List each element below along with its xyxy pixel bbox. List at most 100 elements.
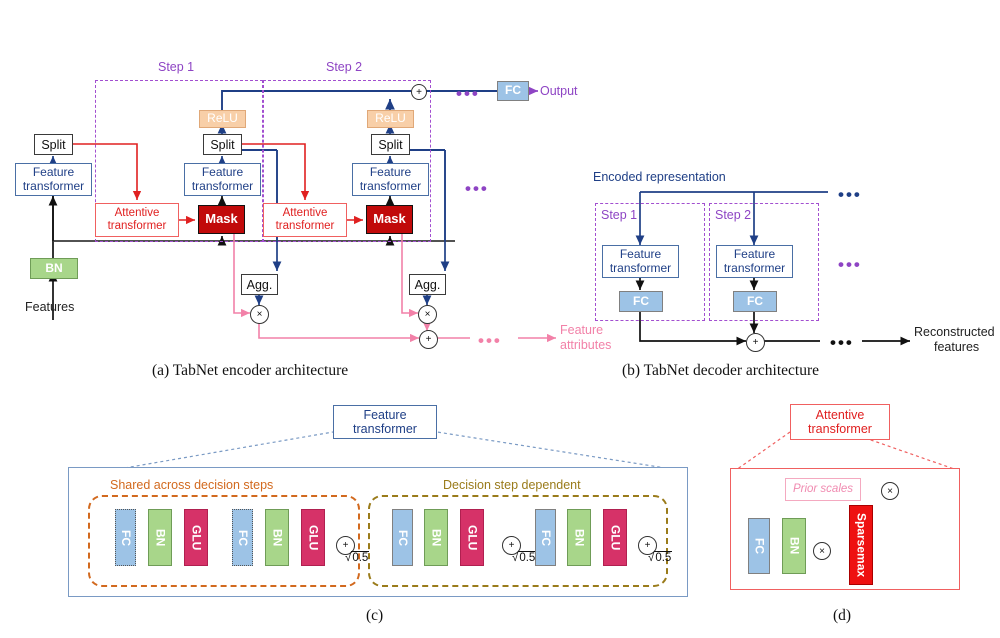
encoder-output-label: Output [540,84,578,98]
decoder-step2-label: Step 2 [715,208,752,222]
shared-group-region [88,495,360,587]
ft-label-line2: transformer [609,260,672,275]
block-label: BN [270,528,285,547]
encoder-feature-attributes-line2: attributes [560,338,612,352]
ftp-dep-bn-1[interactable]: BN [567,509,591,566]
encoder-mask-1[interactable]: Mask [366,205,413,234]
encoder-split-0[interactable]: Split [34,134,73,155]
ft-label-line1: Feature [733,247,776,262]
encoder-bn-label: BN [45,260,63,275]
scale-value: 0.5 [654,551,673,564]
ftp-shared-fc-1[interactable]: FC [232,509,253,566]
ft-label-line2: transformer [191,178,254,193]
encoder-split-2[interactable]: Split [371,134,410,155]
ft-label-line2: transformer [22,178,85,193]
ftp-shared-glu-0[interactable]: GLU [184,509,208,566]
ftp-shared-bn-0[interactable]: BN [148,509,172,566]
decoder-fc-0[interactable]: FC [619,291,663,312]
feature-transformer-callout-title: Feature transformer [333,405,437,439]
encoder-features-label: Features [25,300,75,314]
encoder-attentive-transformer-1[interactable]: Attentive transformer [263,203,347,237]
ftp-dep-glu-1[interactable]: GLU [603,509,627,566]
block-label: GLU [306,524,321,551]
block-label: BN [429,528,444,547]
block-label: FC [539,529,554,546]
block-label: GLU [189,524,204,551]
ftp-dep-fc-1[interactable]: FC [535,509,556,566]
at-title-line1: Attentive [815,408,865,422]
ftp-shared-bn-1[interactable]: BN [265,509,289,566]
atp-mult-feedback: × [881,482,899,500]
decoder-feature-transformer-0[interactable]: Feature transformer [602,245,679,278]
decoder-fc-1[interactable]: FC [733,291,777,312]
encoder-ellipsis-top: ••• [456,84,480,103]
decoder-ellipsis-top: ••• [838,185,862,204]
sparsemax-label: Sparsemax [854,512,869,578]
ftp-dep-fc-0[interactable]: FC [392,509,413,566]
ftp-shared-fc-0[interactable]: FC [115,509,136,566]
fc-label: FC [747,293,763,308]
encoder-relu-1[interactable]: ReLU [367,110,414,128]
encoder-step1-region [95,80,263,242]
encoder-mask-0[interactable]: Mask [198,205,245,234]
block-label: GLU [465,524,480,551]
dependent-group-region [368,495,668,587]
bn-label: BN [787,537,802,555]
caption-b: (b) TabNet decoder architecture [622,362,820,379]
ftp-scale-1: √0.5 [512,551,537,564]
encoder-mult-0: × [250,305,269,324]
caption-c: (c) [366,607,384,624]
mult-symbol: × [819,545,825,557]
block-label: FC [119,529,134,546]
ftp-shared-glu-1[interactable]: GLU [301,509,325,566]
encoder-step1-label: Step 1 [158,60,195,74]
encoder-agg-0[interactable]: Agg. [241,274,278,295]
encoder-feature-attributes-line1: Feature [560,323,604,337]
decoder-sum: + [746,333,765,352]
block-label: BN [153,528,168,547]
encoder-split-1[interactable]: Split [203,134,242,155]
mult-symbol: × [424,309,431,320]
sum-symbol: + [508,540,515,551]
atp-fc-block[interactable]: FC [748,518,770,574]
ftp-dep-glu-0[interactable]: GLU [460,509,484,566]
block-label: FC [236,529,251,546]
encoder-fc-block[interactable]: FC [497,81,529,101]
ft-label-line1: Feature [369,165,412,180]
ftp-scale-2: √0.5 [648,551,673,564]
encoder-feature-transformer-2[interactable]: Feature transformer [352,163,429,196]
encoder-sum-bottom: + [419,330,438,349]
atp-prior-scales-block[interactable]: Prior scales [785,478,861,501]
decoder-ellipsis-bottom: ••• [830,333,854,352]
encoder-agg-1[interactable]: Agg. [409,274,446,295]
ft-title-line2: transformer [353,422,417,436]
relu-label: ReLU [375,111,406,126]
sum-symbol: + [416,86,422,98]
encoder-ellipsis-bottom: ••• [478,331,502,350]
atp-mult-inline: × [813,542,831,560]
encoder-feature-transformer-1[interactable]: Feature transformer [184,163,261,196]
encoder-attentive-transformer-0[interactable]: Attentive transformer [95,203,179,237]
decoder-step1-label: Step 1 [601,208,638,222]
decoder-feature-transformer-1[interactable]: Feature transformer [716,245,793,278]
scale-value: 0.5 [518,551,537,564]
dependent-group-label: Decision step dependent [443,478,581,492]
attentive-label-line1: Attentive [282,207,328,220]
attentive-label-line2: transformer [107,220,167,232]
encoder-relu-0[interactable]: ReLU [199,110,246,128]
ftp-dep-bn-0[interactable]: BN [424,509,448,566]
encoder-feature-transformer-0[interactable]: Feature transformer [15,163,92,196]
atp-sparsemax-block[interactable]: Sparsemax [849,505,873,585]
atp-bn-block[interactable]: BN [782,518,806,574]
encoder-bn-block[interactable]: BN [30,258,78,279]
block-label: FC [396,529,411,546]
decoder-reconstructed-line1: Reconstructed [914,325,995,339]
fc-label: FC [505,83,521,98]
fc-label: FC [752,538,767,554]
attentive-transformer-callout-title: Attentive transformer [790,404,890,440]
sqrt-symbol: √ [648,552,655,564]
attentive-label-line1: Attentive [114,207,160,220]
encoder-ellipsis-mid: ••• [465,179,489,198]
sum-symbol: + [342,540,349,551]
split-label: Split [210,137,235,152]
